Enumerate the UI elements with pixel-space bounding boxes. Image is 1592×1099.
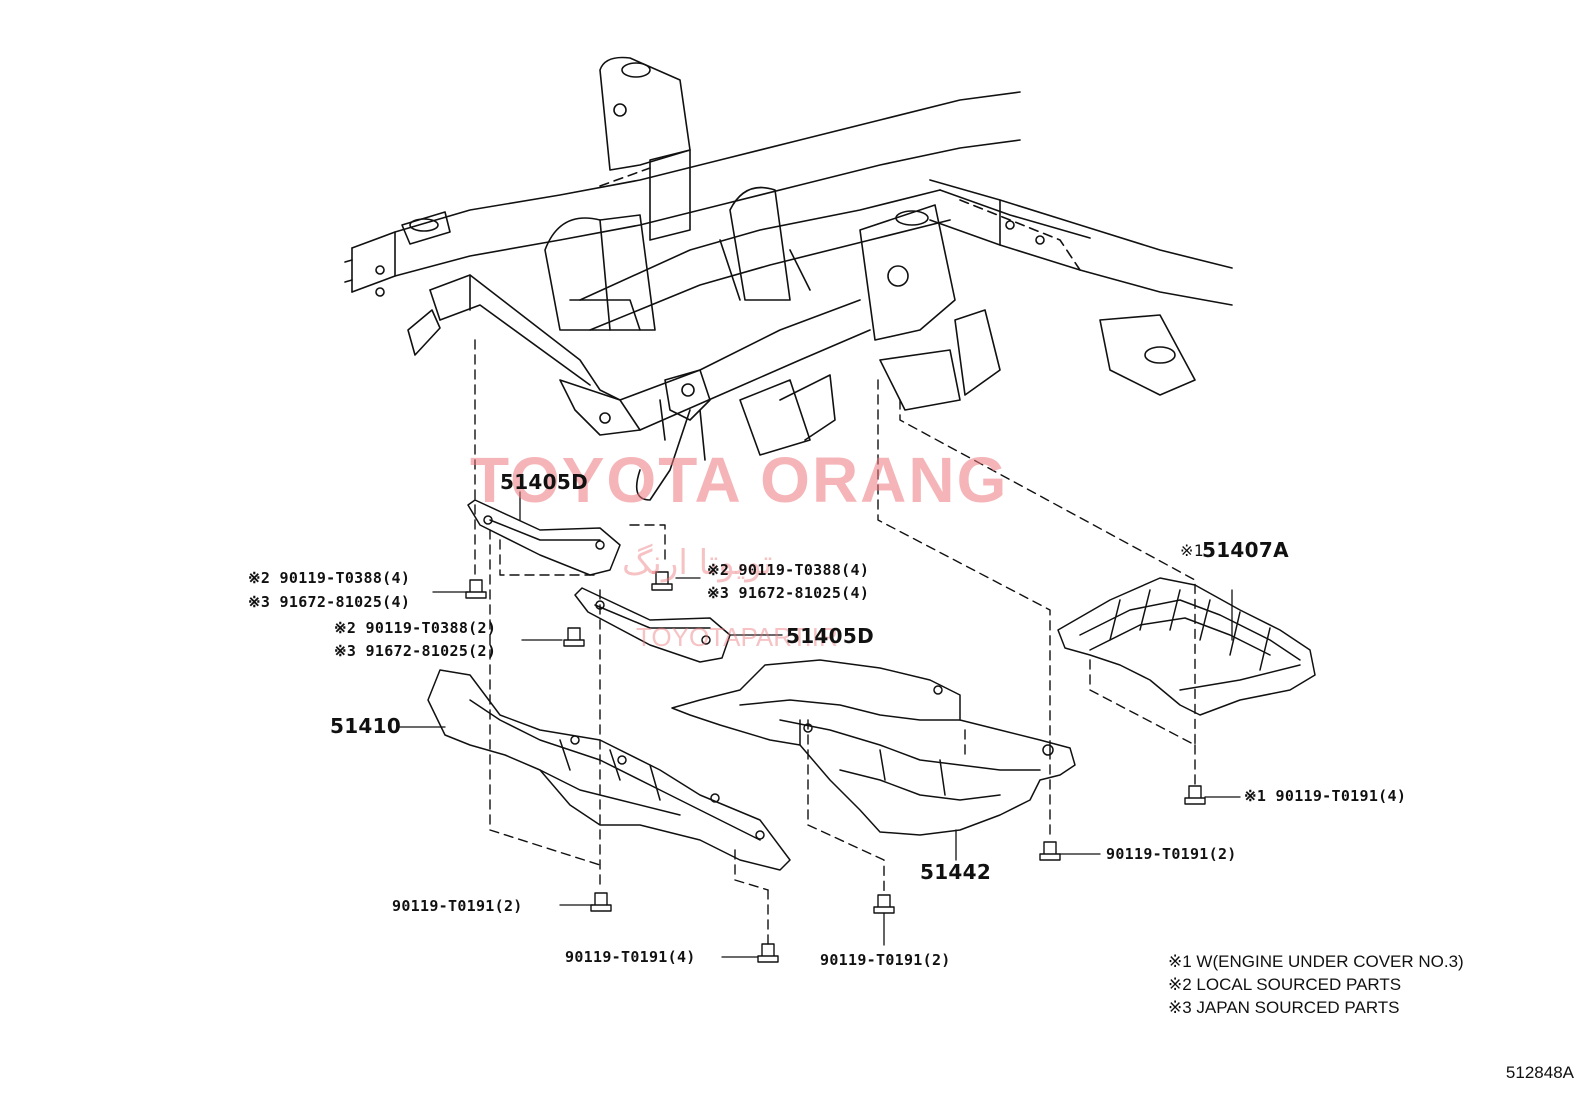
fastener-label-51442-right: 90119-T0191(2) [1106,845,1237,863]
frame-left-rail [344,91,1021,297]
note-1: ※1 W(ENGINE UNDER COVER NO.3) [1168,952,1464,971]
fastener-label-center-upper-2: ※3 91672-81025(4) [707,584,870,602]
rear-right-bracket [1099,314,1196,396]
engine-mount-center [719,186,836,456]
part-label-51405D-middle: 51405D [786,624,874,648]
part-label-51407A: 51407A [1202,538,1289,562]
fastener-label-left-mid-1: ※2 90119-T0388(2) [334,619,497,637]
note-2: ※2 LOCAL SOURCED PARTS [1168,975,1402,994]
tow-hook [635,369,711,501]
frame-front-crossmember [407,274,871,436]
fastener-label-left-upper-2: ※3 91672-81025(4) [248,593,411,611]
watermark-site: TOYOTAPART.IR [636,622,838,652]
watermark-persian: تویوتا ارنگ [622,543,773,583]
part-51405D-middle-shape [574,587,731,663]
fastener-label-left-mid-2: ※3 91672-81025(2) [334,642,497,660]
engine-mount-left [544,214,656,331]
part-label-51405D-upper: 51405D [500,470,588,494]
part-mark-51407A: ※1 [1180,541,1204,560]
fastener-label-bottom-center-left: 90119-T0191(4) [565,948,696,966]
fastener-label-center-upper-1: ※2 90119-T0388(4) [707,561,870,579]
frame-right-rail [929,179,1233,306]
figure-number: 512848A [1505,1063,1574,1082]
engine-mount-right [859,204,1001,411]
part-label-51442: 51442 [920,860,992,884]
part-51405D-upper-shape [467,499,621,576]
fastener-label-bottom-left: 90119-T0191(2) [392,897,523,915]
note-3: ※3 JAPAN SOURCED PARTS [1168,998,1400,1017]
bolt-shapes [465,571,1206,963]
part-51442-shape [671,659,1076,836]
fastener-label-bottom-center: 90119-T0191(2) [820,951,951,969]
watermark-brand: TOYOTA ORANG [470,444,1009,516]
fastener-label-51407A: ※1 90119-T0191(4) [1244,787,1407,805]
frame-middle-crossmember [579,56,951,331]
label-leaders [397,491,1241,958]
part-51410-shape [427,669,791,871]
part-label-51410: 51410 [330,714,402,738]
part-51407A-shape [1057,577,1316,716]
fastener-label-left-upper-1: ※2 90119-T0388(4) [248,569,411,587]
